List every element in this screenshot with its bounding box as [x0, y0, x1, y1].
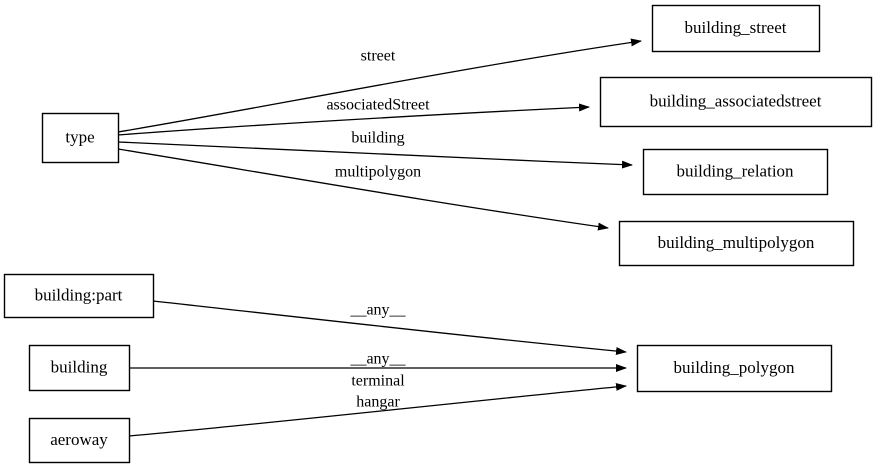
node-label-building_street: building_street	[685, 18, 787, 37]
edge-label-type-to-building_street: street	[361, 48, 396, 65]
edge-label-type-to-building_associatedstreet: associatedStreet	[326, 97, 430, 114]
nodes-layer: type building_street building_associatedst…	[3, 4, 873, 464]
edge-type-to-building_associatedstreet	[117, 103, 590, 136]
node-building_associatedstreet[interactable]: building_associatedstreet	[599, 76, 873, 128]
node-box-type	[41, 112, 120, 164]
node-box-building_part	[3, 273, 155, 319]
edge-label-type-to-building_multipolygon: multipolygon	[335, 164, 421, 181]
node-building_polygon[interactable]: building_polygon	[636, 344, 833, 393]
node-label-building: building	[51, 357, 108, 376]
edge-label-building_part-to-building_polygon: __any__	[349, 302, 406, 319]
edge-label-type-to-building_relation: building	[351, 130, 404, 147]
node-label-building_multipolygon: building_multipolygon	[658, 233, 815, 252]
node-label-type: type	[65, 127, 94, 146]
edges-layer	[117, 38, 642, 437]
edge-aeroway-to-building_polygon	[128, 382, 627, 437]
node-type[interactable]: type	[41, 112, 120, 164]
node-box-building	[28, 344, 131, 392]
node-label-building_part: building:part	[35, 285, 123, 304]
node-box-building_polygon	[636, 344, 833, 393]
edge-type-to-building_multipolygon	[117, 148, 609, 231]
node-building_relation[interactable]: building_relation	[642, 148, 829, 196]
node-building[interactable]: building	[28, 344, 131, 392]
node-label-building_associatedstreet: building_associatedstreet	[650, 91, 822, 110]
node-building_street[interactable]: building_street	[651, 4, 821, 53]
edge-type-to-building_relation	[117, 141, 633, 169]
node-box-building_multipolygon	[618, 220, 855, 267]
node-label-building_relation: building_relation	[676, 161, 794, 180]
node-building_part[interactable]: building:part	[3, 273, 155, 319]
node-aeroway[interactable]: aeroway	[28, 417, 131, 464]
node-label-building_polygon: building_polygon	[674, 358, 795, 377]
node-building_multipolygon[interactable]: building_multipolygon	[618, 220, 855, 267]
edge-type-to-building_street	[117, 38, 642, 133]
node-box-building_street	[651, 4, 821, 53]
edge-building_part-to-building_polygon	[152, 300, 627, 356]
node-box-building_relation	[642, 148, 829, 196]
node-box-aeroway	[28, 417, 131, 464]
node-label-aeroway: aeroway	[50, 430, 108, 449]
edge-labels-layer: street associatedStreet building multipolyg…	[326, 48, 430, 411]
edge-label-building-to-building_polygon: __any__	[349, 351, 406, 368]
node-box-building_associatedstreet	[599, 76, 873, 128]
